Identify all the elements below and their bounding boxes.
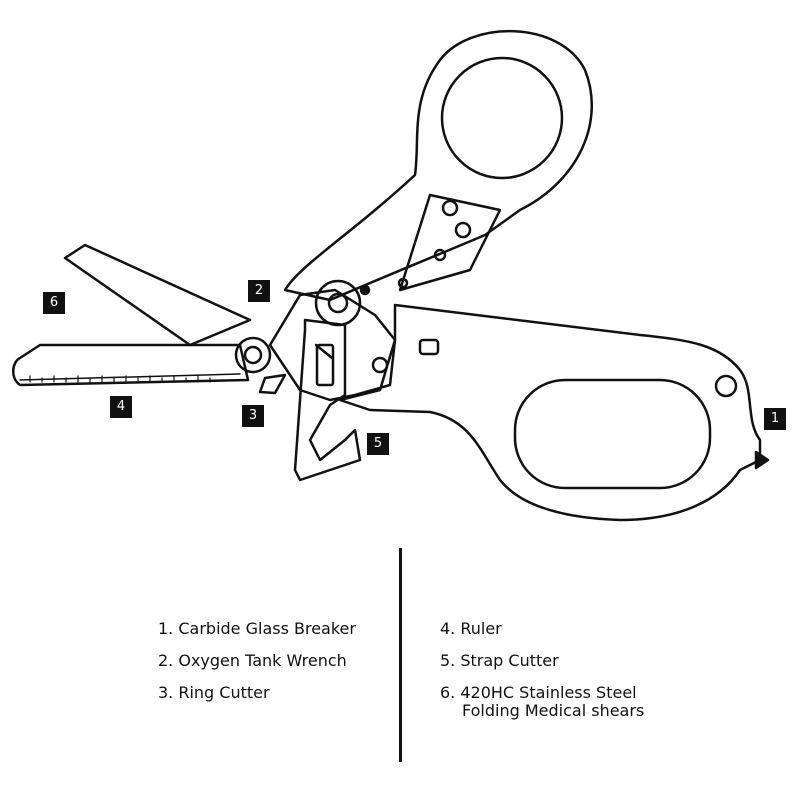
upper-blade [63,243,252,347]
legend-item-stainless-steel: 6. 420HC Stainless Steel [440,683,637,702]
callout-6: 6 [43,292,65,314]
shears-diagram [12,30,770,522]
legend-item-ruler: 4. Ruler [440,619,502,638]
legend-right-column: 4. Ruler 5. Strap Cutter 6. 420HC Stainl… [440,613,644,721]
glass-breaker-tip [754,450,770,470]
ring-cutter [258,373,287,395]
oxygen-tank-wrench [268,288,397,402]
callout-1: 1 [764,408,786,430]
ruler-blade [12,343,250,387]
callout-4: 4 [110,396,132,418]
legend-item-ring-cutter: 3. Ring Cutter [158,683,270,702]
callout-5: 5 [367,433,389,455]
legend-divider [399,548,402,762]
legend-item-oxygen-wrench: 2. Oxygen Tank Wrench [158,651,347,670]
lower-handle [338,303,770,522]
wrench-pivot [314,279,362,327]
upper-ring-handle [283,30,594,302]
legend-item-strap-cutter: 5. Strap Cutter [440,651,559,670]
legend-item-glass-breaker: 1. Carbide Glass Breaker [158,619,356,638]
legend-item-stainless-steel-continuation: Folding Medical shears [462,701,645,720]
strap-cutter-hook [293,318,362,482]
callout-3: 3 [242,405,264,427]
callout-2: 2 [248,280,270,302]
lanyard-hole [714,374,738,398]
main-pivot [234,336,272,374]
legend-left-column: 1. Carbide Glass Breaker 2. Oxygen Tank … [158,613,356,709]
